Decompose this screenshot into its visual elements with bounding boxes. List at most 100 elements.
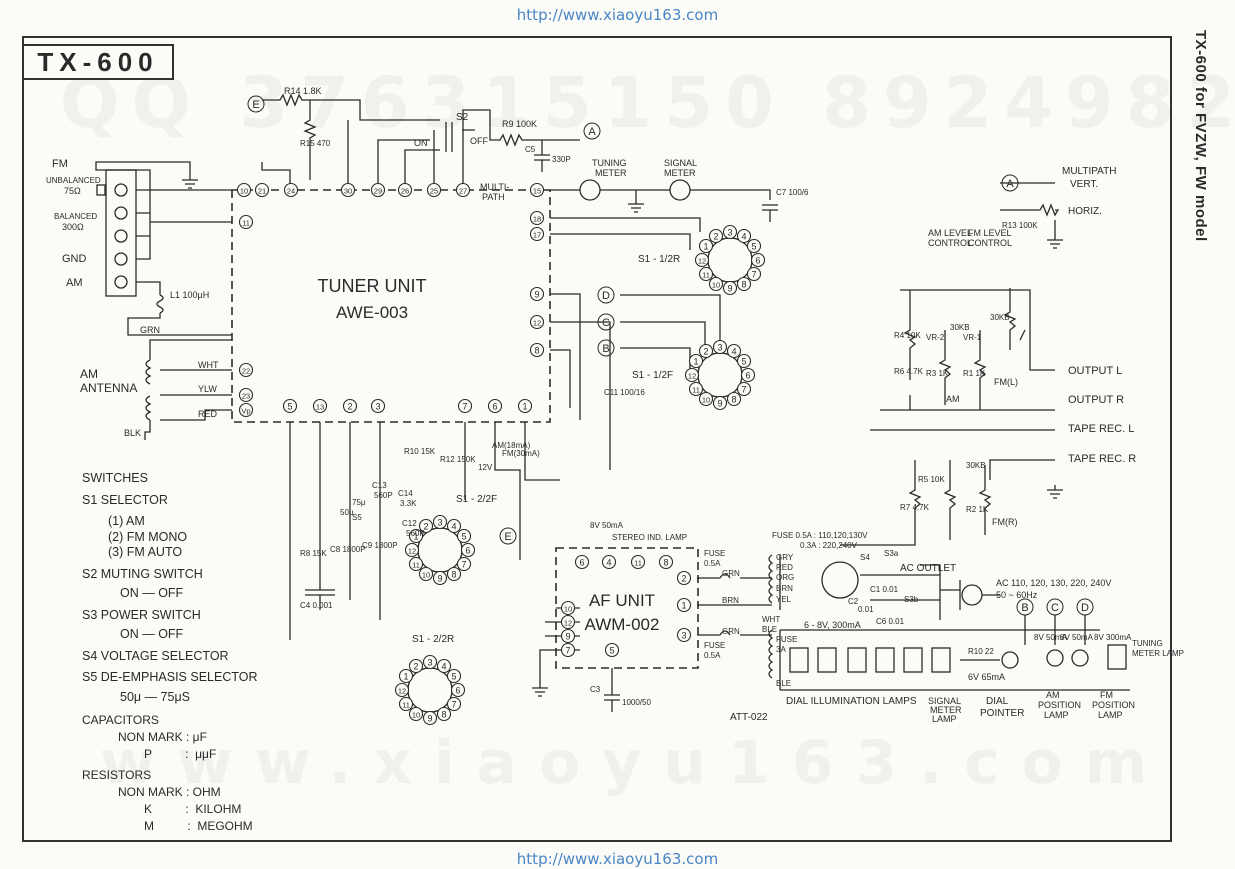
pin-circle [404, 542, 420, 558]
label-r2: R2 1K [966, 505, 989, 514]
pin-label: 1 [681, 600, 686, 610]
pin-label: 1 [413, 531, 418, 541]
side-note: TX-600 for FVZW, FW model [1184, 30, 1224, 290]
label-am-pos-lamp-2: POSITION [1038, 700, 1081, 710]
label-c7: C7 100/6 [776, 188, 809, 197]
label-fm-pos-lamp-3: LAMP [1098, 710, 1123, 720]
pin-label: 11 [702, 270, 710, 279]
pin-circle [436, 658, 452, 674]
pin-circle [694, 252, 710, 268]
label-fm-pos-lamp-2: POSITION [1092, 700, 1135, 710]
label-am-antenna-2: ANTENNA [80, 381, 137, 395]
legend-s5-values: 50μ — 75μS [120, 689, 190, 704]
label-fuse-main-1: FUSE 0.5A : 110,120,130V [772, 531, 868, 540]
label-ble: BLE [762, 625, 777, 634]
pin-circle [698, 266, 714, 282]
label-brn: BRN [776, 584, 793, 593]
pin-circle [312, 398, 328, 414]
pin-circle [408, 658, 424, 674]
pin-circle [560, 614, 576, 630]
pin-circle [283, 182, 299, 198]
pin-circle [450, 682, 466, 698]
url-bottom[interactable]: http://www.xiaoyu163.com [516, 850, 719, 868]
pin-circle [676, 627, 692, 643]
label-c6: C6 0.01 [876, 617, 905, 626]
pin-label: 10 [240, 186, 248, 195]
pin-circle [574, 554, 590, 570]
label-wht: WHT [198, 360, 219, 370]
label-signal-meter-2: METER [664, 168, 696, 178]
label-fuse-05a-2-val: 0.5A [704, 651, 721, 660]
pin-circle [698, 343, 714, 359]
pin-circle [658, 554, 674, 570]
label-dial-pointer-2: POINTER [980, 708, 1024, 719]
pin-circle [460, 542, 476, 558]
label-balanced-val: 300Ω [62, 222, 84, 232]
label-r8: R8 15K [300, 549, 327, 558]
pin-circle [746, 238, 762, 254]
pin-circle [722, 224, 738, 240]
pin-circle [529, 286, 545, 302]
label-signal-meter-lamp-3: LAMP [932, 714, 957, 724]
connector-e-mid: E [504, 531, 511, 543]
pin-label: 22 [242, 366, 250, 375]
pin-label: 10 [702, 395, 710, 404]
pin-label: 2 [347, 401, 352, 411]
pin-label: 7 [565, 645, 570, 655]
pin-label: 10 [412, 710, 420, 719]
url-top[interactable]: http://www.xiaoyu163.com [516, 6, 719, 24]
label-multipath-out-1: MULTIPATH [1062, 166, 1116, 177]
label-ac-in-2: 50 ~ 60Hz [996, 590, 1038, 600]
pin-circle [398, 696, 414, 712]
label-r5: R5 10K [918, 475, 945, 484]
pin-circle [712, 395, 728, 411]
connector-b-left: B [602, 343, 609, 355]
pin-circle [560, 642, 576, 658]
pin-circle [394, 682, 410, 698]
label-gry: GRY [776, 553, 794, 562]
pin-circle [676, 597, 692, 613]
label-s5-50: 50μ [340, 508, 354, 517]
pin-circle [418, 566, 434, 582]
antenna-terminal-block [105, 169, 137, 297]
pin-label: 5 [751, 241, 756, 251]
label-tuning-lamp-2: METER LAMP [1132, 649, 1184, 658]
pin-label: 6 [745, 370, 750, 380]
label-output-l: OUTPUT L [1068, 365, 1122, 377]
ground-symbols [182, 179, 1063, 697]
pin-circle [517, 398, 533, 414]
pin-label: 11 [402, 700, 410, 709]
pin-circle [736, 276, 752, 292]
label-am-level-2: CONTROL [928, 238, 972, 248]
label-r7: R7 4.7K [900, 503, 930, 512]
label-vr1: VR-1 [963, 333, 982, 342]
pin-label: 12 [688, 371, 696, 380]
label-c9: C9 1800P [362, 541, 398, 550]
label-grn-b: GRN [722, 627, 740, 636]
pin-circle [487, 398, 503, 414]
pin-label: 11 [634, 558, 642, 567]
pin-circle [708, 228, 724, 244]
pin-label: 3 [437, 517, 442, 527]
label-s3a: S3a [884, 549, 899, 558]
pin-circle [426, 182, 442, 198]
label-att: ATT-022 [730, 712, 768, 723]
pin-label: 11 [242, 218, 250, 227]
legend-s5: S5 DE-EMPHASIS SELECTOR [82, 670, 258, 684]
model-title: TX-600 [22, 44, 174, 80]
label-s4: S4 [860, 553, 870, 562]
pin-circle [408, 706, 424, 722]
label-r14: R14 1.8K [284, 86, 322, 96]
pin-label: 9 [565, 631, 570, 641]
label-c5: C5 [525, 145, 536, 154]
legend-res-nonmark: NON MARK : OHM [118, 785, 221, 799]
label-tape-rec-l: TAPE REC. L [1068, 423, 1134, 435]
label-vr-r-val: 30KB [966, 461, 986, 470]
pin-circle [560, 600, 576, 616]
pin-label: 5 [609, 645, 614, 655]
pin-circle [422, 654, 438, 670]
label-r1: R1 1K [963, 369, 986, 378]
pin-label: 2 [423, 521, 428, 531]
